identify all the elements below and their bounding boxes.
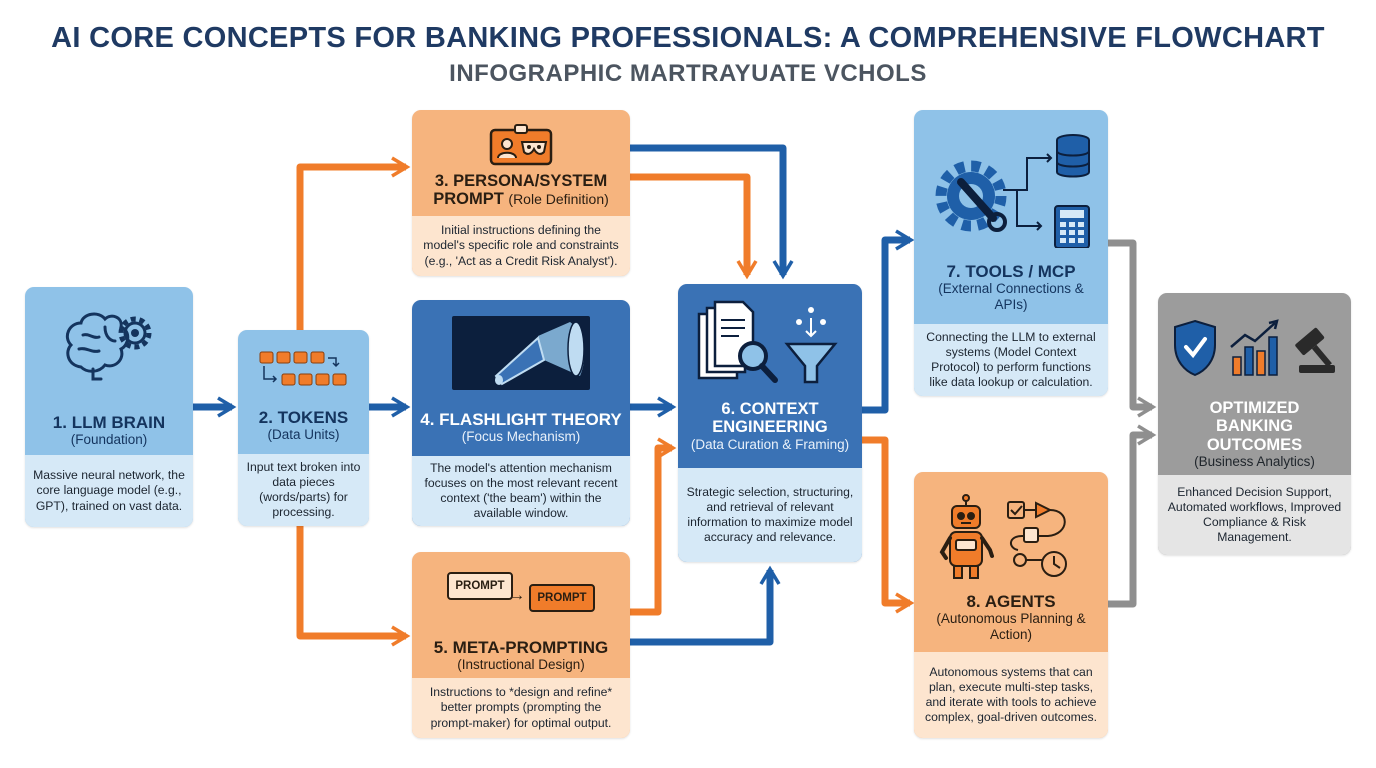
gear-wrench-database-calculator-icon: [931, 130, 1091, 249]
token-blocks-icon: [258, 350, 350, 388]
id-badge-mask-icon: [488, 122, 554, 166]
node-description: Initial instructions defining the model'…: [412, 216, 630, 276]
prompt-bubbles-icon: PROMPT → PROMPT: [445, 568, 597, 616]
arrow-context-to-tools: [862, 229, 915, 414]
node-subtitle: (Autonomous Planning & Action): [936, 611, 1086, 643]
arrow-meta-to-context-orange: [630, 437, 677, 616]
node-title: 5. META-PROMPTING: [433, 638, 609, 657]
node-description: Autonomous systems that can plan, execut…: [914, 652, 1108, 738]
brain-gear-icon: [59, 307, 159, 383]
node-tokens[interactable]: 2. TOKENS (Data Units) Input text broken…: [238, 330, 369, 526]
node-description: Instructions to *design and refine* bett…: [412, 678, 630, 738]
arrow-tokens-to-meta: [296, 526, 411, 647]
page-subtitle: INFOGRAPHIC MARTRAYUATE VCHOLS: [449, 60, 927, 87]
node-description: Input text broken into data pieces (word…: [238, 454, 369, 526]
node-description: Strategic selection, structuring, and re…: [678, 468, 862, 562]
arrow-tools-to-outcomes: [1108, 239, 1157, 418]
node-subtitle: (Focus Mechanism): [461, 429, 581, 445]
prompt-bubble-left: PROMPT: [447, 572, 513, 600]
node-title: 8. AGENTS: [966, 592, 1056, 611]
node-subtitle: (Business Analytics): [1194, 454, 1315, 470]
node-meta-prompting[interactable]: PROMPT → PROMPT 5. META-PROMPTING (Instr…: [412, 552, 630, 738]
prompt-bubble-right: PROMPT: [529, 584, 595, 612]
persona-subtitle: (Role Definition): [508, 191, 609, 208]
arrow-persona-to-context-blue: [630, 144, 794, 280]
node-persona-system-prompt[interactable]: 3. PERSONA/SYSTEM PROMPT (Role Definitio…: [412, 110, 630, 276]
node-title: OPTIMIZED BANKING OUTCOMES: [1206, 399, 1303, 454]
arrow-agents-to-outcomes: [1108, 424, 1157, 608]
shield-chart-gavel-icon: [1171, 317, 1339, 379]
node-subtitle: (Data Curation & Framing): [690, 436, 850, 452]
arrow-meta-to-context-blue: [630, 565, 781, 646]
node-agents[interactable]: 8. AGENTS (Autonomous Planning & Action)…: [914, 472, 1108, 738]
node-description: The model's attention mechanism focuses …: [412, 456, 630, 526]
node-title: 2. TOKENS: [258, 408, 349, 427]
node-llm-brain[interactable]: 1. LLM BRAIN (Foundation) Massive neural…: [25, 287, 193, 527]
documents-magnifier-funnel-icon: [695, 300, 845, 390]
node-title: 3. PERSONA/SYSTEM PROMPT (Role Definitio…: [412, 172, 630, 209]
arrow-right-icon: →: [509, 587, 525, 604]
node-subtitle: (External Connections & APIs): [938, 281, 1084, 313]
arrow-persona-to-context-orange: [630, 173, 758, 280]
node-title: 6. CONTEXT ENGINEERING: [712, 400, 828, 437]
node-tools-mcp[interactable]: 7. TOOLS / MCP (External Connections & A…: [914, 110, 1108, 396]
arrow-tokens-to-persona: [296, 156, 411, 330]
node-optimized-outcomes[interactable]: OPTIMIZED BANKING OUTCOMES (Business Ana…: [1158, 293, 1351, 555]
node-subtitle: (Instructional Design): [457, 657, 585, 673]
node-title: 1. LLM BRAIN: [52, 413, 166, 432]
node-title: 7. TOOLS / MCP: [946, 262, 1076, 281]
node-context-engineering[interactable]: 6. CONTEXT ENGINEERING (Data Curation & …: [678, 284, 862, 562]
robot-workflow-icon: [938, 494, 1084, 582]
persona-title: 3. PERSONA/SYSTEM PROMPT: [433, 172, 608, 209]
node-description: Enhanced Decision Support, Automated wor…: [1158, 475, 1351, 555]
node-subtitle: (Data Units): [267, 427, 340, 443]
arrow-context-to-agents: [862, 436, 915, 614]
node-description: Massive neural network, the core languag…: [25, 455, 193, 527]
flashlight-icon: [452, 316, 590, 390]
node-title: 4. FLASHLIGHT THEORY: [420, 410, 622, 429]
node-subtitle: (Foundation): [70, 432, 148, 448]
page-title: AI CORE CONCEPTS FOR BANKING PROFESSIONA…: [51, 22, 1325, 54]
node-description: Connecting the LLM to external systems (…: [914, 324, 1108, 396]
node-flashlight-theory[interactable]: 4. FLASHLIGHT THEORY (Focus Mechanism) T…: [412, 300, 630, 526]
